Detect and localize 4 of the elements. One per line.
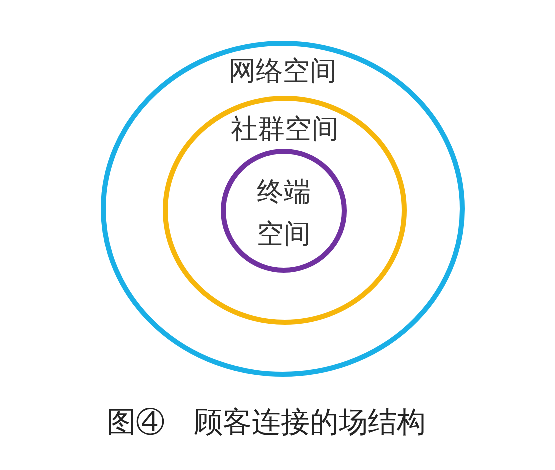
figure-caption: 图④ 顾客连接的场结构 [107, 404, 426, 441]
region-label: 社群空间 [231, 113, 339, 147]
region-label: 网络空间 [229, 55, 337, 89]
region-label: 终端空间 [256, 176, 312, 252]
